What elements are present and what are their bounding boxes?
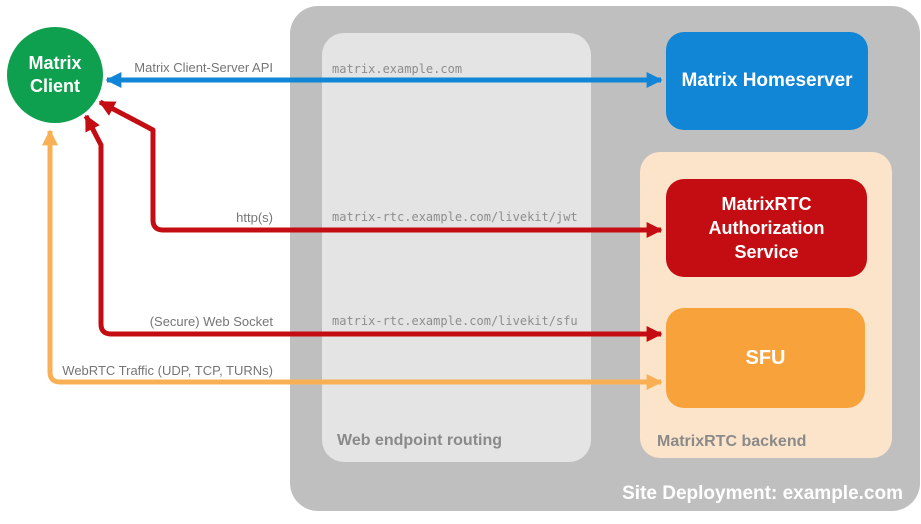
endpoint-livekit-sfu: matrix-rtc.example.com/livekit/sfu: [332, 314, 578, 328]
matrixrtc-authorization-service-node: MatrixRTC Authorization Service: [666, 179, 867, 277]
site-deployment-title: Site Deployment: example.com: [622, 483, 903, 504]
matrix-homeserver-node: Matrix Homeserver: [666, 32, 868, 130]
client-server-api-label: Matrix Client-Server API: [134, 60, 273, 75]
matrix-client-label-line1: Matrix: [28, 53, 82, 73]
matrixrtc-backend-title: MatrixRTC backend: [657, 433, 807, 450]
sfu-node: SFU: [666, 308, 865, 408]
web-endpoint-routing-container: [322, 33, 591, 462]
endpoint-livekit-jwt: matrix-rtc.example.com/livekit/jwt: [332, 210, 578, 224]
web-endpoint-routing-title: Web endpoint routing: [337, 432, 503, 449]
matrix-client-node: Matrix Client: [7, 27, 103, 123]
endpoint-matrix-example-com: matrix.example.com: [332, 62, 463, 76]
https-label: http(s): [236, 210, 273, 225]
websocket-label: (Secure) Web Socket: [149, 314, 273, 329]
webrtc-traffic-label: WebRTC Traffic (UDP, TCP, TURNs): [62, 363, 273, 378]
matrix-client-label-line2: Client: [29, 76, 80, 96]
